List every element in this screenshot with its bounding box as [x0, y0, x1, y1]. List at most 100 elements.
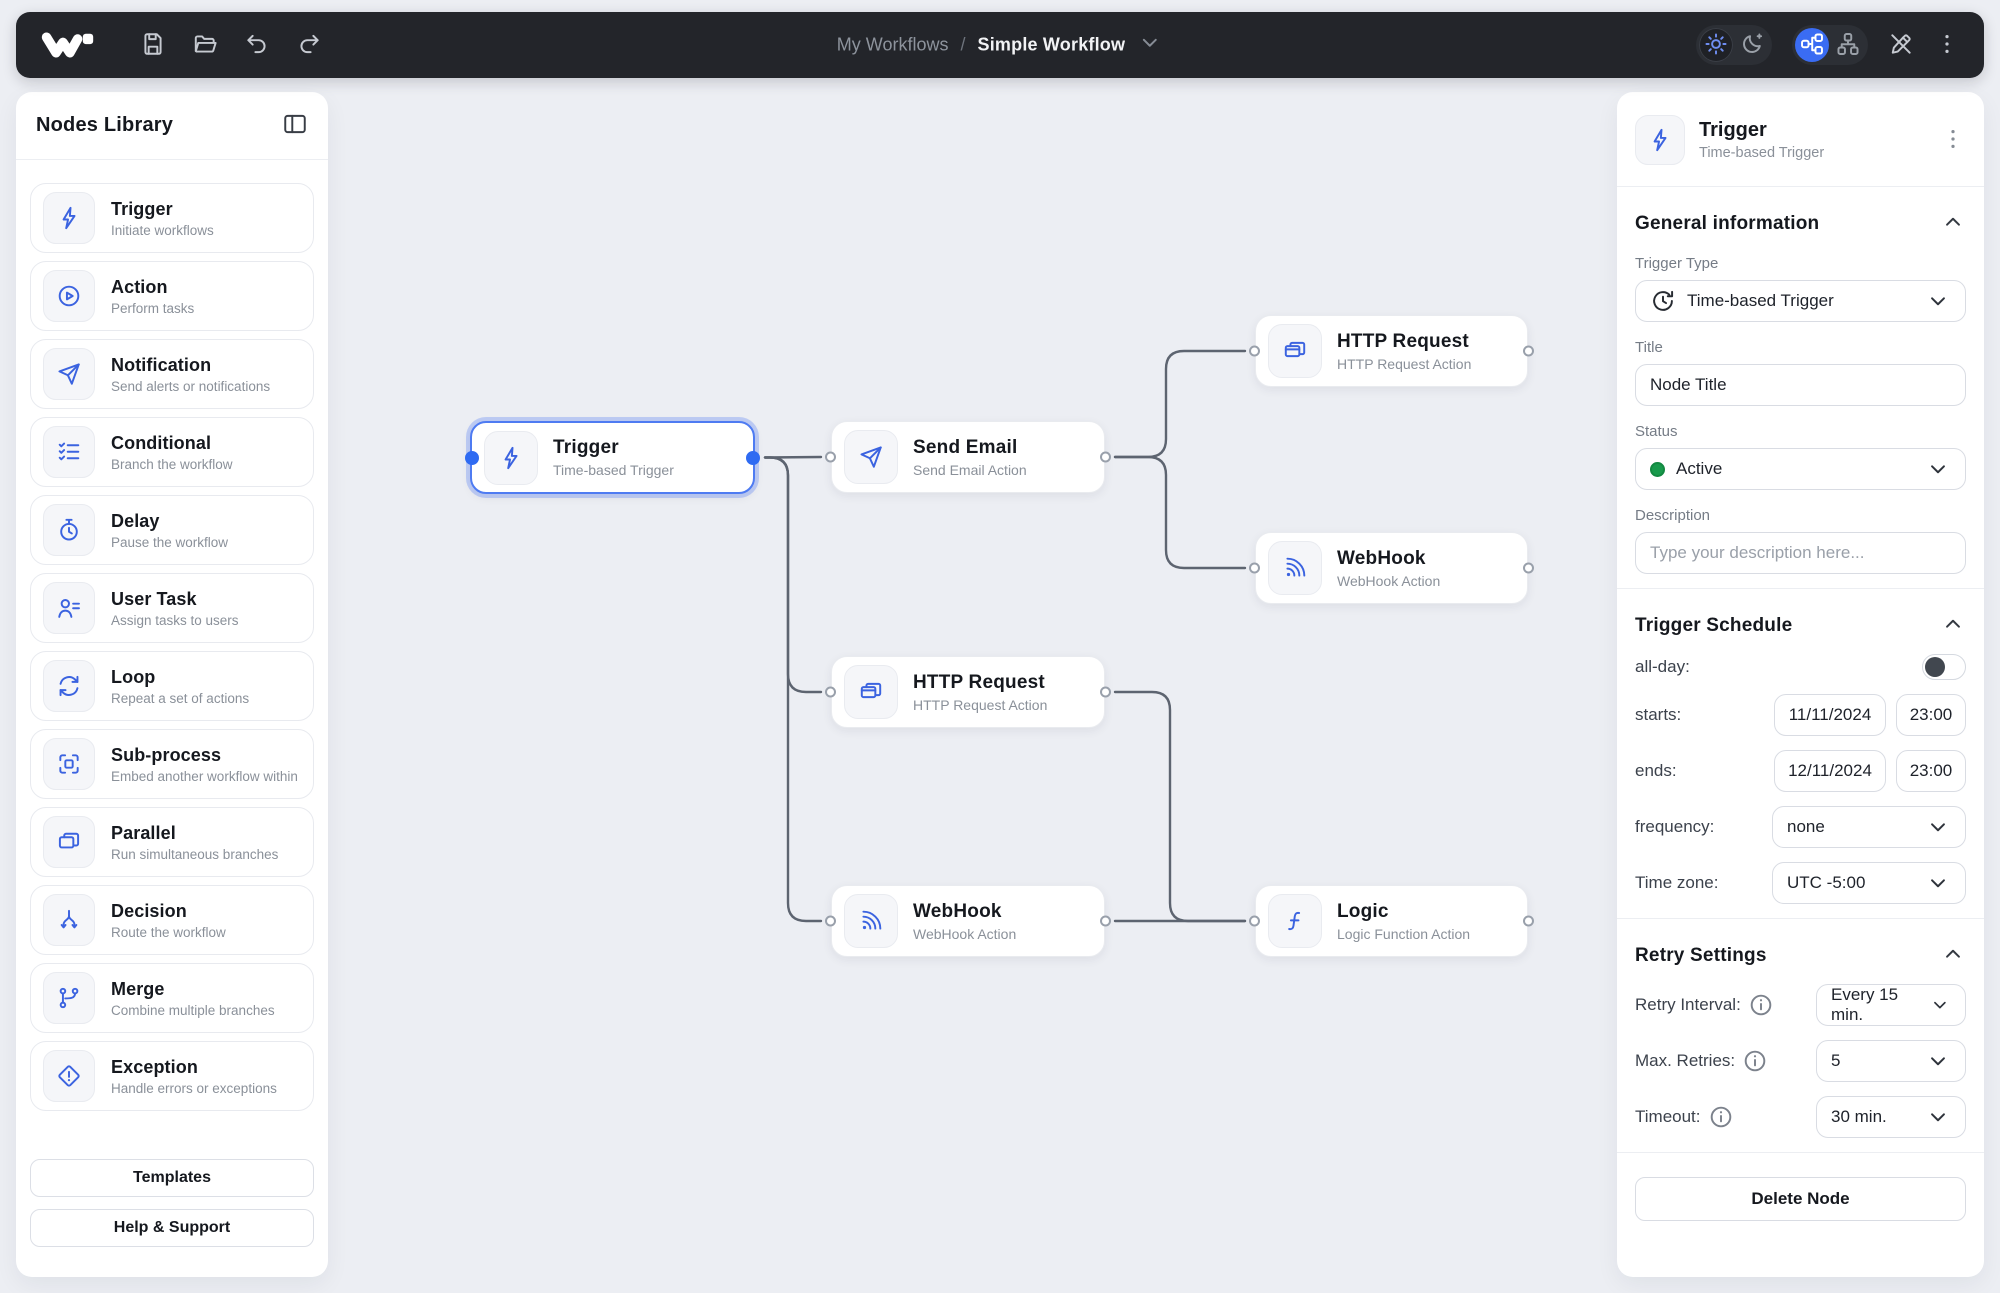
light-mode-button[interactable] [1699, 28, 1733, 62]
disable-edit-button[interactable] [1888, 31, 1914, 60]
all-day-toggle[interactable] [1922, 654, 1966, 680]
save-button[interactable] [140, 31, 166, 60]
input-handle[interactable] [825, 451, 836, 463]
library-item-description: Repeat a set of actions [111, 690, 250, 706]
input-handle[interactable] [1249, 345, 1260, 357]
more-options-button[interactable] [1934, 31, 1960, 60]
input-handle[interactable] [1249, 915, 1260, 927]
info-icon[interactable] [1708, 1104, 1734, 1130]
input-handle[interactable] [825, 915, 836, 927]
redo-icon [296, 31, 322, 60]
trigger-type-select[interactable]: Time-based Trigger [1635, 280, 1966, 322]
info-icon[interactable] [1742, 1048, 1768, 1074]
redo-button[interactable] [296, 31, 322, 60]
output-handle[interactable] [1100, 451, 1111, 463]
collapse-section-button[interactable] [1940, 611, 1966, 640]
lightning-icon [1635, 115, 1685, 165]
dark-mode-button[interactable] [1735, 28, 1769, 62]
workflow-switcher-chevron[interactable] [1137, 30, 1163, 61]
inspector-menu-button[interactable] [1940, 126, 1966, 155]
timeout-value: 30 min. [1831, 1107, 1887, 1126]
lightning-icon [484, 430, 538, 485]
input-handle[interactable] [465, 450, 479, 465]
delete-node-button[interactable]: Delete Node [1635, 1177, 1966, 1221]
collapse-sidebar-button[interactable] [282, 111, 308, 140]
sun-icon [1703, 31, 1729, 60]
timezone-value: UTC -5:00 [1787, 873, 1866, 892]
output-handle[interactable] [1100, 686, 1111, 698]
frequency-select[interactable]: none [1772, 806, 1966, 848]
retry-interval-value: Every 15 min. [1831, 985, 1899, 1024]
inspector-node-subtitle: Time-based Trigger [1699, 145, 1825, 161]
output-handle[interactable] [1100, 915, 1111, 927]
undo-icon [244, 31, 270, 60]
vertical-layout-button[interactable] [1831, 28, 1865, 62]
breadcrumb-parent[interactable]: My Workflows [836, 34, 949, 55]
collapse-section-button[interactable] [1940, 941, 1966, 970]
templates-button[interactable]: Templates [30, 1159, 314, 1197]
breadcrumb: My Workflows / Simple Workflow [837, 30, 1163, 61]
starts-date-field[interactable]: 11/11/2024 [1774, 694, 1886, 736]
topbar-right-tools [1696, 25, 1960, 65]
library-item-label: Notification [111, 354, 212, 375]
open-folder-button[interactable] [192, 31, 218, 60]
timezone-label: Time zone: [1635, 873, 1719, 892]
library-item-description: Perform tasks [111, 300, 195, 316]
horizontal-layout-button[interactable] [1795, 28, 1829, 62]
horizontal-flow-icon [1799, 31, 1825, 60]
starts-time-field[interactable]: 23:00 [1896, 694, 1966, 736]
retry-interval-select[interactable]: Every 15 min. [1816, 984, 1966, 1026]
undo-button[interactable] [244, 31, 270, 60]
output-handle[interactable] [746, 450, 760, 465]
library-item-label: Trigger [111, 198, 173, 219]
library-item-label: Exception [111, 1056, 198, 1077]
ends-label: ends: [1635, 761, 1677, 780]
node-subtitle: WebHook Action [1337, 572, 1441, 589]
max-retries-select[interactable]: 5 [1816, 1040, 1966, 1082]
input-handle[interactable] [825, 686, 836, 698]
chevron-down-icon [1137, 30, 1163, 61]
ends-date-field[interactable]: 12/11/2024 [1774, 750, 1886, 792]
send-icon [844, 430, 898, 484]
timeout-select[interactable]: 30 min. [1816, 1096, 1966, 1138]
status-dot [1650, 461, 1665, 477]
moon-icon [1739, 31, 1765, 60]
chevron-up-icon [1940, 941, 1966, 970]
status-select[interactable]: Active [1635, 448, 1966, 490]
info-icon[interactable] [1748, 992, 1774, 1018]
node-title: HTTP Request [1337, 330, 1469, 352]
description-input[interactable] [1635, 532, 1966, 574]
input-handle[interactable] [1249, 562, 1260, 574]
all-day-label: all-day: [1635, 657, 1690, 676]
output-handle[interactable] [1523, 915, 1534, 927]
output-handle[interactable] [1523, 345, 1534, 357]
ends-time-field[interactable]: 23:00 [1896, 750, 1966, 792]
node-title-input[interactable] [1635, 364, 1966, 406]
help-support-button[interactable]: Help & Support [30, 1209, 314, 1247]
timezone-select[interactable]: UTC -5:00 [1772, 862, 1966, 904]
collapse-section-button[interactable] [1940, 209, 1966, 238]
output-handle[interactable] [1523, 562, 1534, 574]
time-icon [1650, 288, 1676, 314]
lightning-icon [43, 192, 95, 244]
